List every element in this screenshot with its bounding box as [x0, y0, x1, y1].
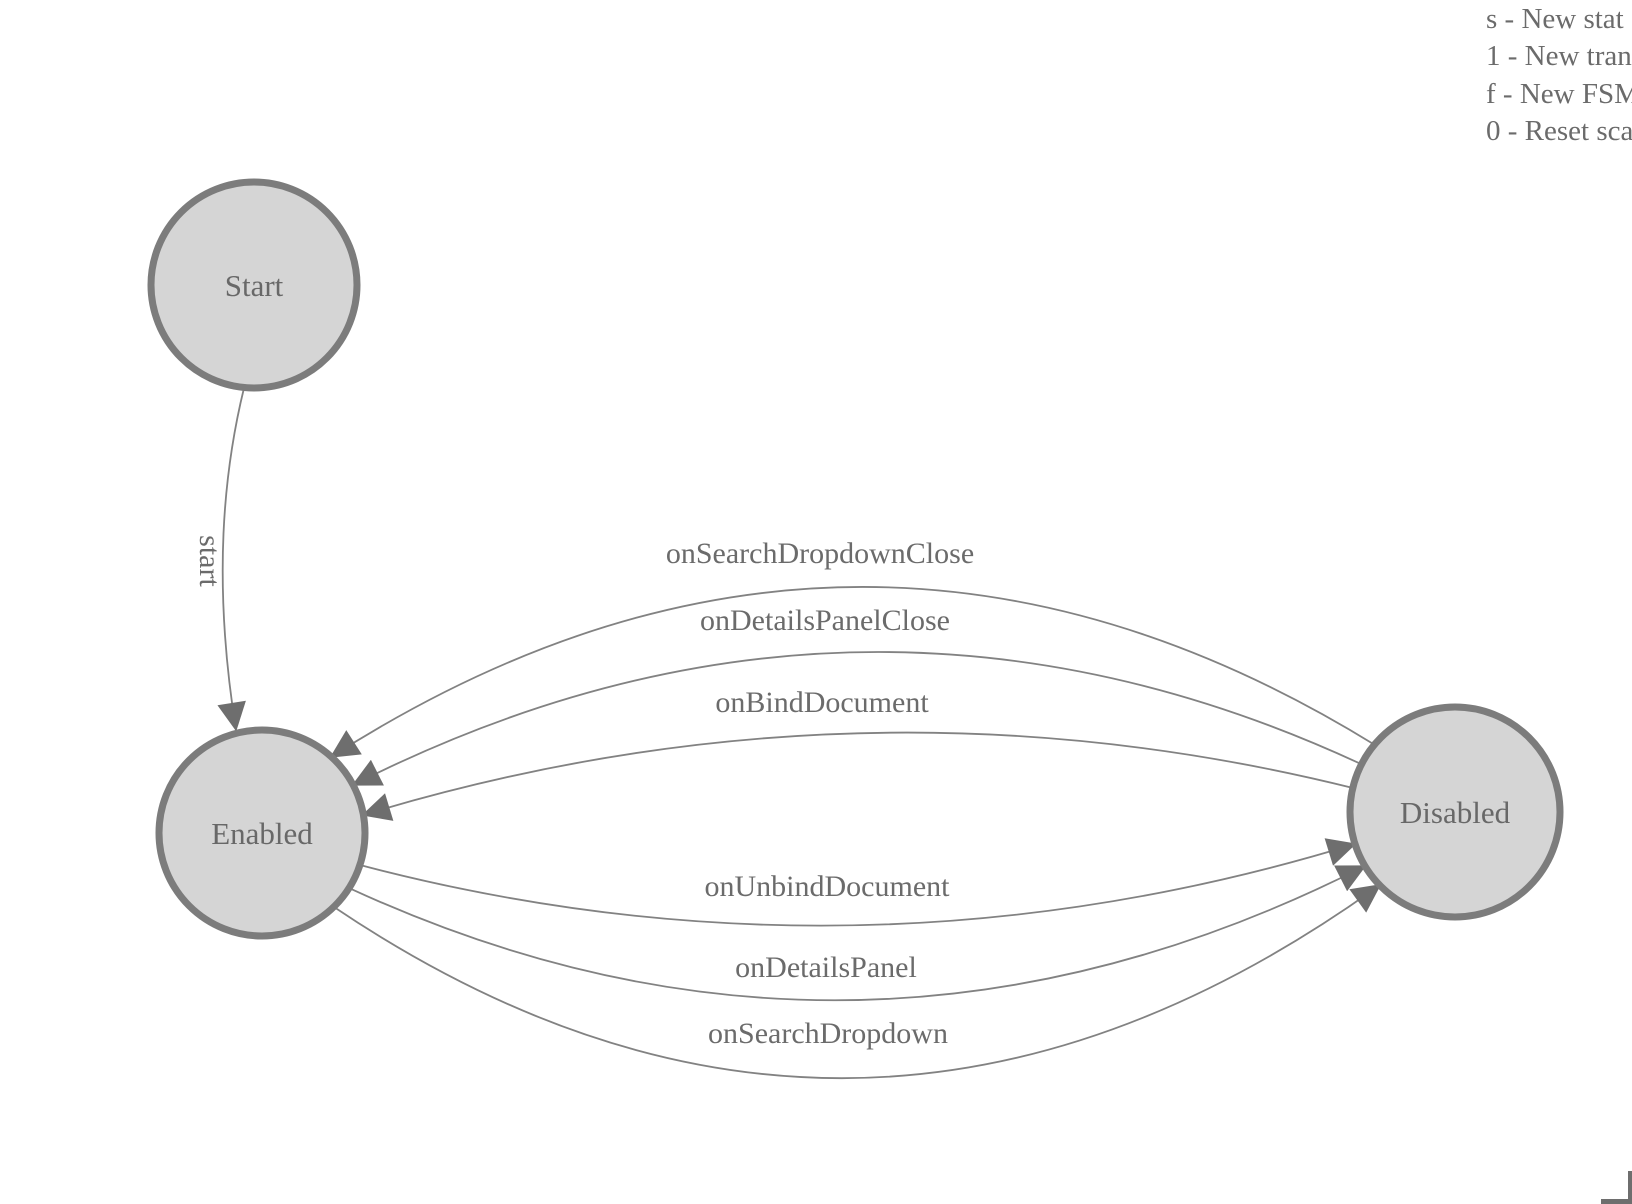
state-node-disabled[interactable]: Disabled [1346, 703, 1564, 921]
edge-onbinddocument[interactable] [361, 731, 1354, 821]
edge-label-ondetailspanelclose: onDetailsPanelClose [700, 604, 950, 637]
edge-ondetailspanel[interactable] [348, 865, 1367, 1002]
edge-ondetailspanelclose[interactable] [351, 651, 1362, 786]
edge-label-ondetailspanel: onDetailsPanel [735, 951, 917, 984]
state-label-enabled: Enabled [211, 816, 313, 851]
state-node-start[interactable]: Start [147, 178, 361, 392]
edge-onsearchdropdownclose[interactable] [329, 586, 1376, 758]
edge-label-start: start [193, 535, 226, 587]
legend-line-reset: 0 - Reset sca [1486, 115, 1632, 148]
edge-start[interactable] [217, 387, 246, 732]
shortcut-legend: s - New stat 1 - New tran f - New FSM 0 … [1486, 1, 1632, 151]
edge-label-onsearchdropdownclose: onSearchDropdownClose [666, 537, 974, 570]
resize-corner-handle[interactable] [1601, 1171, 1632, 1204]
edge-onsearchdropdown[interactable] [333, 884, 1382, 1080]
state-label-start: Start [225, 268, 284, 303]
edge-label-onunbinddocument: onUnbindDocument [705, 870, 951, 903]
edge-onunbinddocument[interactable] [359, 838, 1357, 927]
state-label-disabled: Disabled [1400, 795, 1511, 830]
legend-line-new-state: s - New stat [1486, 3, 1624, 35]
state-node-enabled[interactable]: Enabled [155, 726, 369, 940]
legend-line-new-transition: 1 - New tran [1486, 40, 1632, 73]
edge-label-onbinddocument: onBindDocument [715, 686, 929, 719]
edge-label-onsearchdropdown: onSearchDropdown [708, 1017, 948, 1050]
legend-line-new-fsm: f - New FSM [1486, 77, 1632, 110]
